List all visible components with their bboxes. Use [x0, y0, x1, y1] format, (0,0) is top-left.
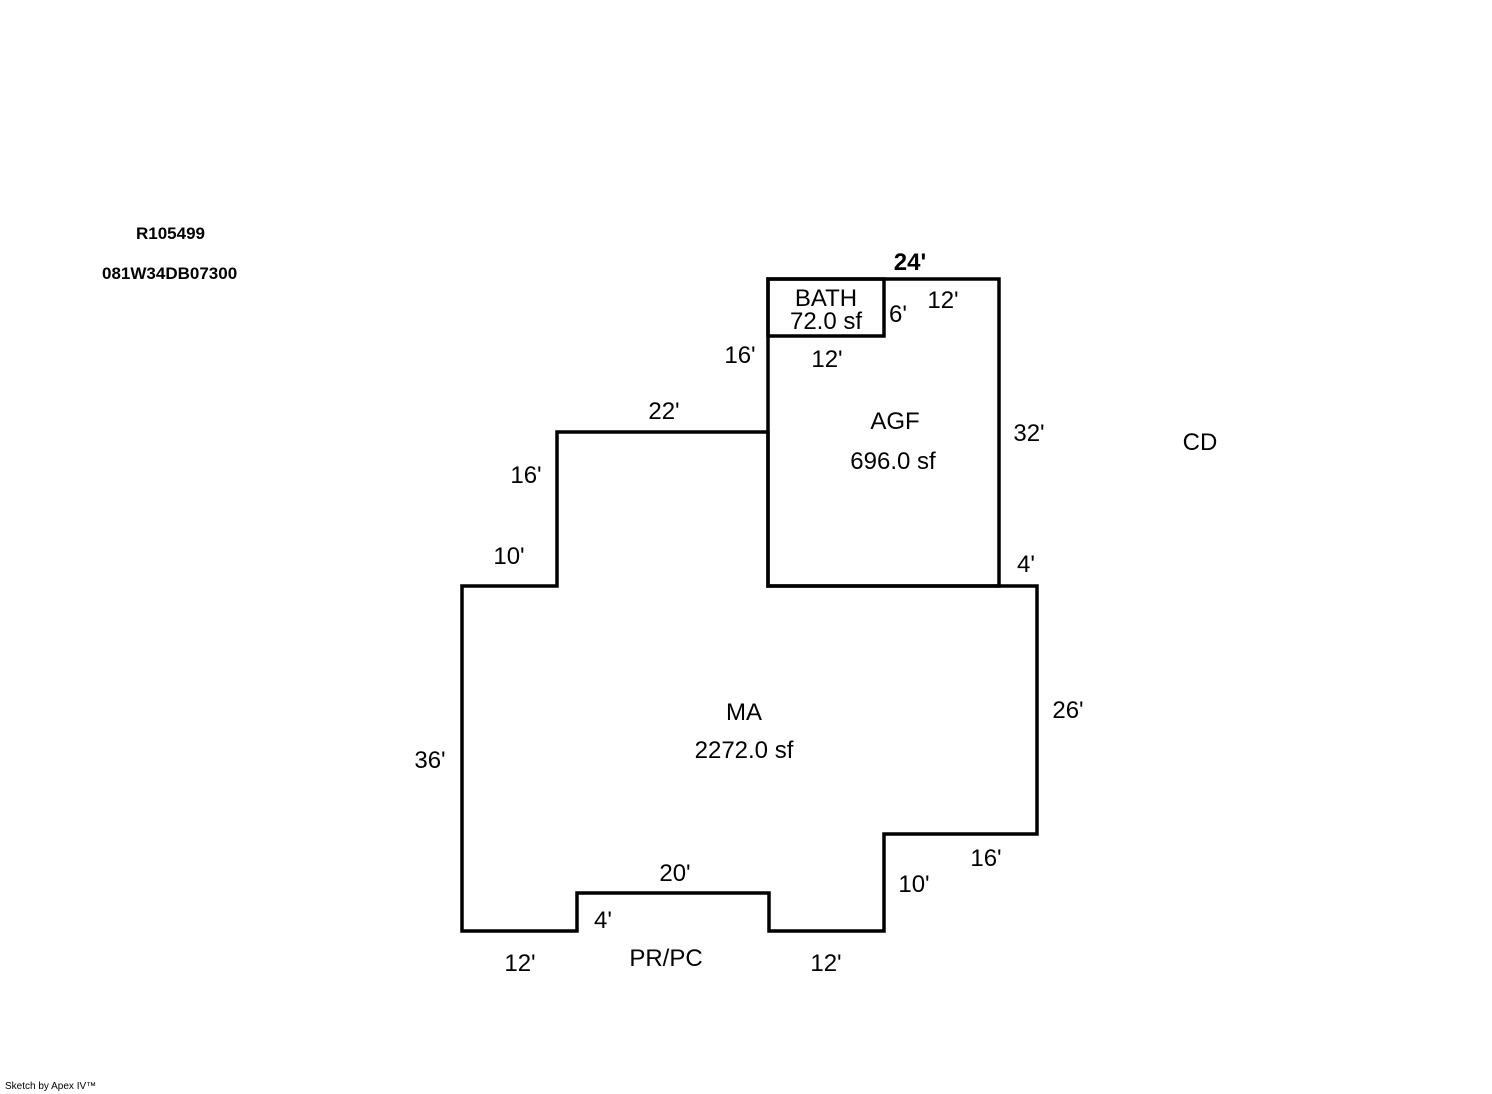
bath-area: 72.0 sf — [790, 308, 862, 335]
map-number: 081W34DB07300 — [102, 264, 238, 283]
dim-agf-top-right: 12' — [927, 287, 958, 314]
bath-outline — [766, 277, 886, 338]
agf-area: 696.0 sf — [850, 448, 936, 475]
dim-ma-left-step: 10' — [493, 543, 524, 570]
dim-ma-left-upper: 16' — [510, 462, 541, 489]
dim-porch-side: 4' — [594, 907, 612, 934]
dim-porch-top: 20' — [659, 860, 690, 887]
dim-ma-right-step: 4' — [1017, 551, 1035, 578]
cd-label: CD — [1183, 429, 1218, 456]
prpc-label: PR/PC — [629, 945, 702, 972]
dim-ma-top-mid: 22' — [648, 398, 679, 425]
dim-agf-right: 32' — [1013, 420, 1044, 447]
agf-label: AGF — [870, 408, 919, 435]
dim-ma-bottom-left: 12' — [504, 950, 535, 977]
dim-ma-right: 26' — [1052, 697, 1083, 724]
ma-label: MA — [726, 699, 762, 726]
ma-outline — [460, 430, 1039, 933]
dim-bath-bottom: 12' — [811, 346, 842, 373]
dim-ma-right-lower: 10' — [898, 871, 929, 898]
dim-ma-right-lower-step: 16' — [970, 845, 1001, 872]
dim-bath-right: 6' — [889, 301, 907, 328]
sketch-credit: Sketch by Apex IV™ — [5, 1081, 97, 1092]
dim-agf-left: 16' — [724, 342, 755, 369]
dim-ma-left: 36' — [414, 747, 445, 774]
account-number: R105499 — [136, 224, 206, 243]
dim-agf-top: 24' — [894, 249, 926, 276]
dim-ma-bottom-right: 12' — [810, 950, 841, 977]
bath-label: BATH — [795, 285, 857, 312]
ma-area: 2272.0 sf — [695, 737, 794, 764]
